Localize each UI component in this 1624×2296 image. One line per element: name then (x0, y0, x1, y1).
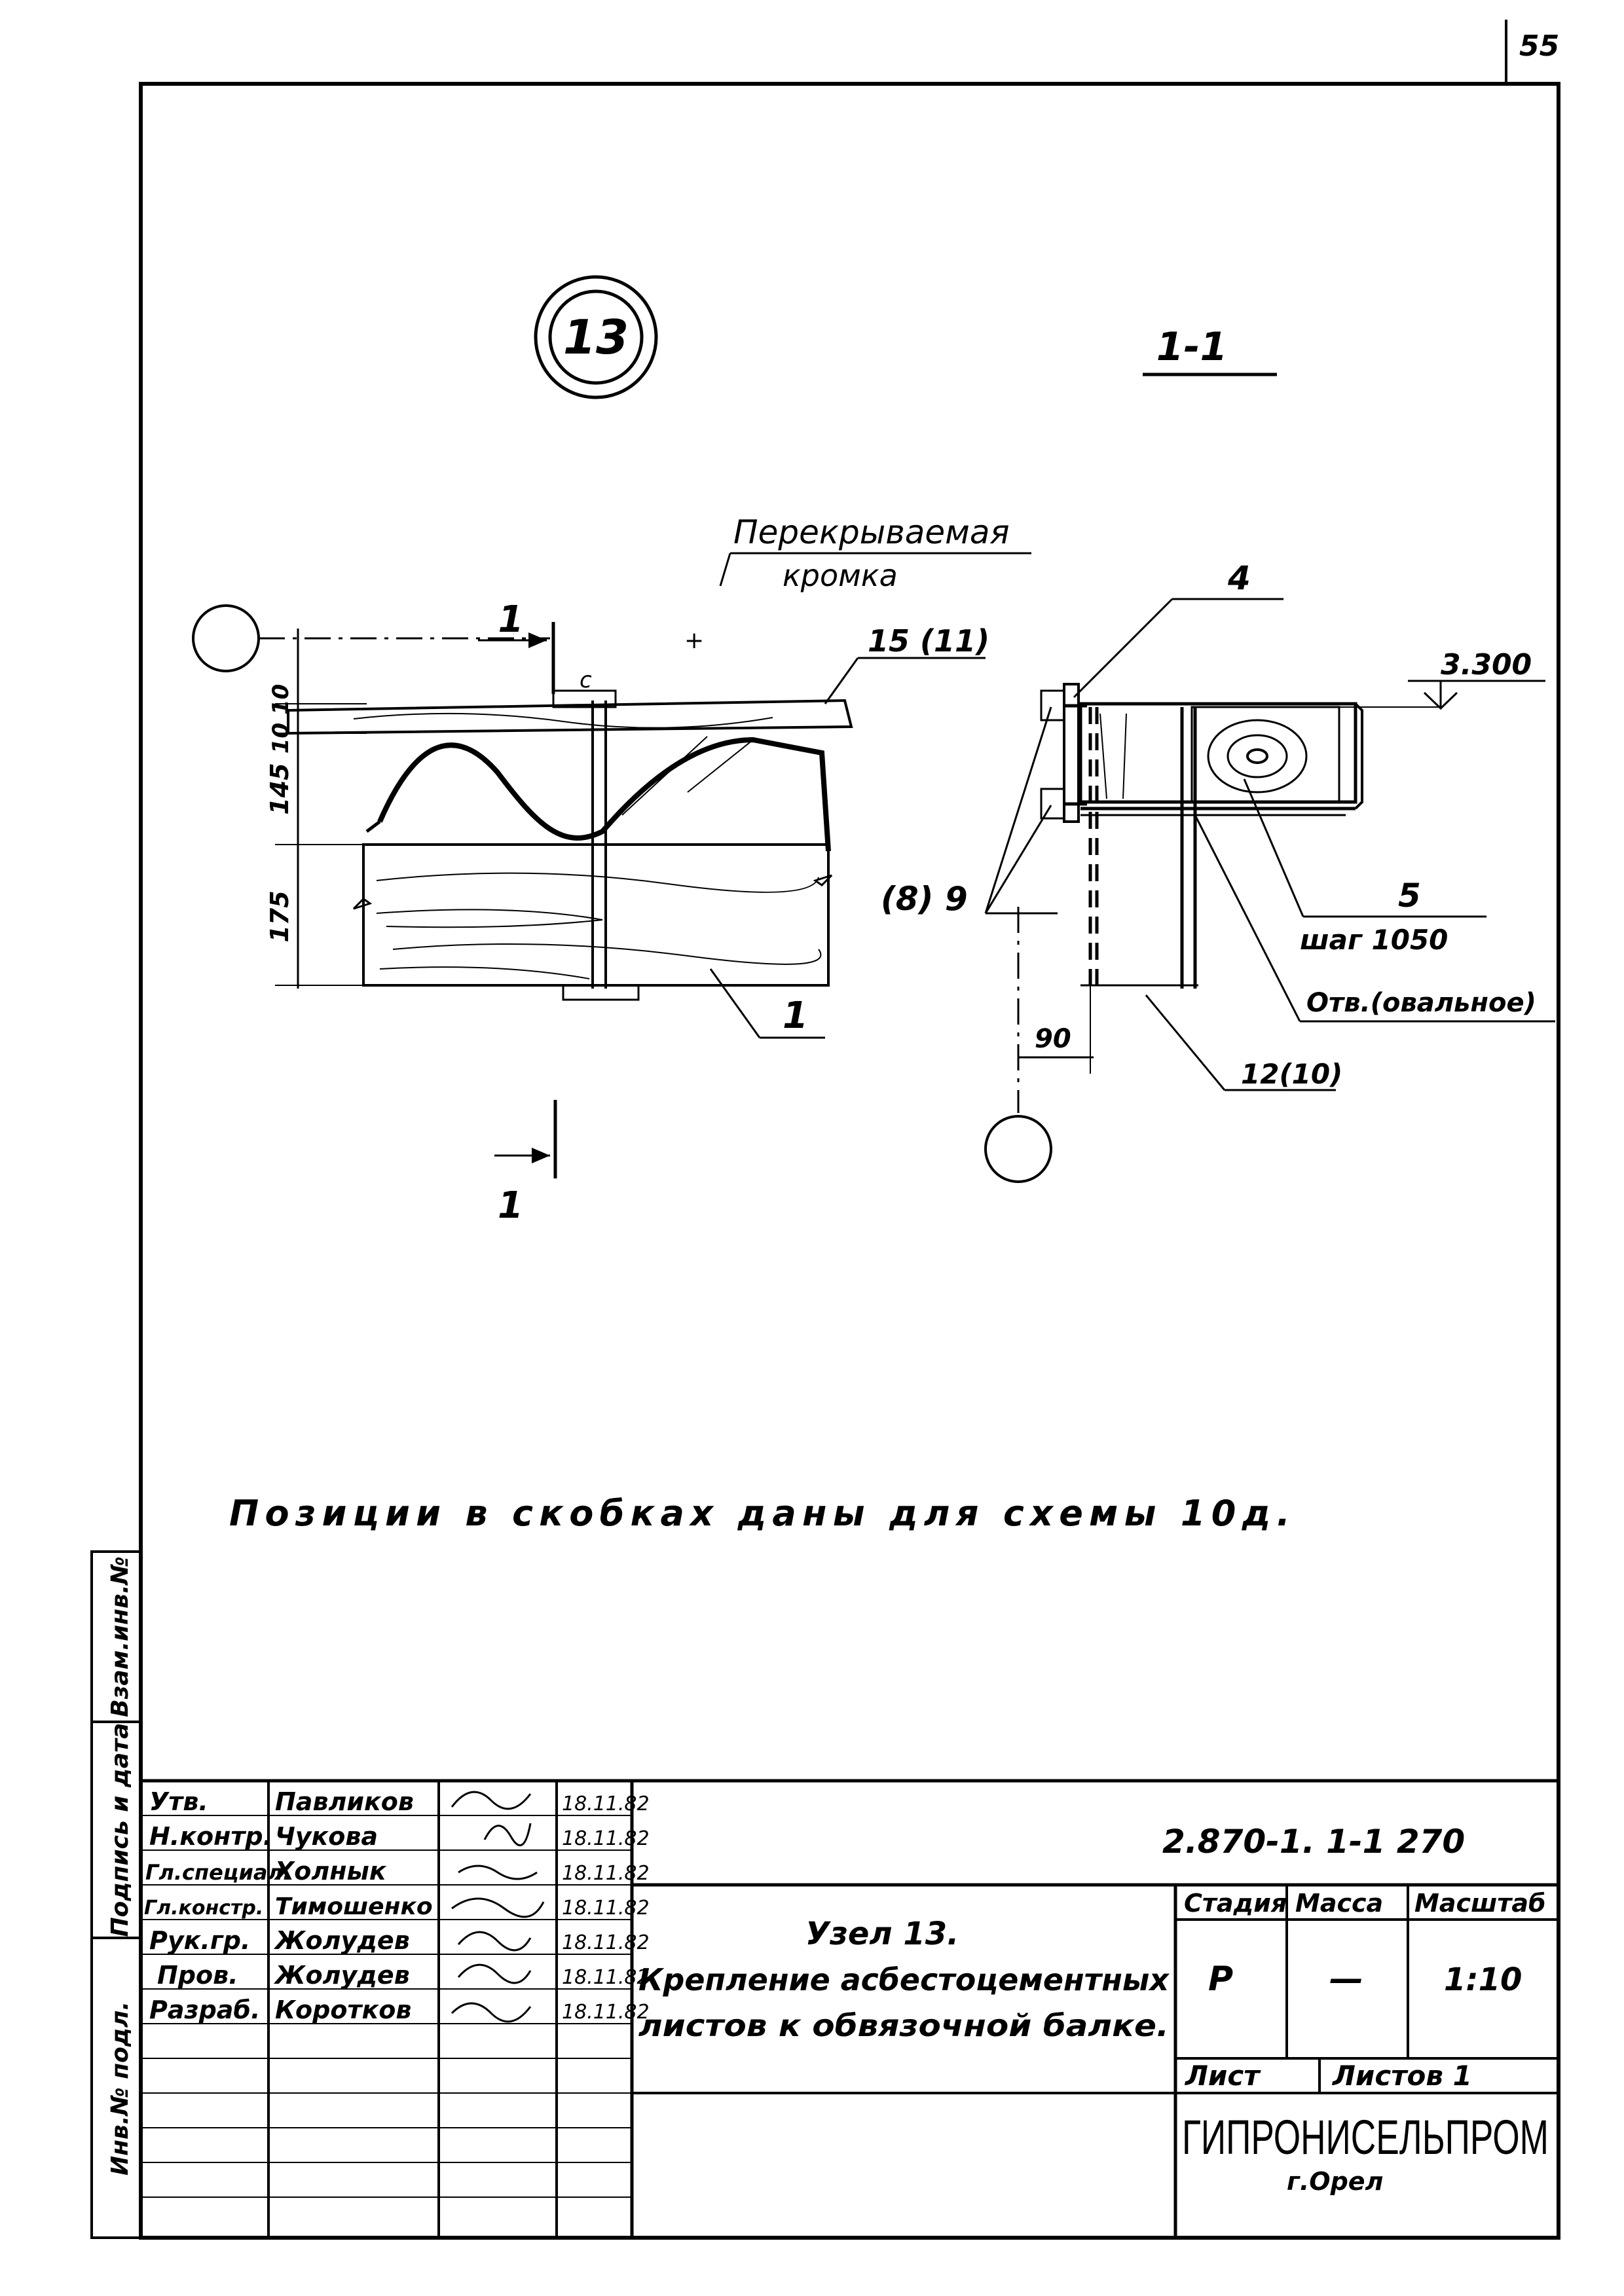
pos-4-label: 4 (1227, 559, 1251, 597)
pos-12-label: 12(10) (1241, 1058, 1342, 1090)
sheet-corner-number: 55 (1519, 29, 1559, 63)
svg-text:Рук.гр.: Рук.гр. (149, 1926, 250, 1955)
signature-row: Рук.гр. Жолудев 18.11.82 (149, 1926, 650, 1955)
svg-text:18.11.82: 18.11.82 (562, 1931, 650, 1954)
svg-text:Чукова: Чукова (275, 1822, 378, 1851)
svg-text:Жолудев: Жолудев (273, 1961, 410, 1990)
node-marker: 13 (534, 275, 658, 399)
svg-text:Пров.: Пров. (157, 1961, 238, 1990)
dim-bottom: 175 (265, 890, 294, 942)
hole-label: Отв.(овальное) (1306, 988, 1536, 1018)
drawing-frame (139, 82, 1560, 2240)
dim-90: 90 (1035, 1024, 1071, 1054)
signature-row: Гл.констр. Тимошенко 18.11.82 (144, 1893, 650, 1920)
elevation-label: 3.300 (1441, 648, 1532, 682)
side-stamp: Взам.инв.№ Подпись и дата Инв.№ подл. (90, 1550, 142, 2239)
signature-row: Разраб. Коротков 18.11.82 (149, 1995, 650, 2024)
svg-text:18.11.82: 18.11.82 (562, 1827, 650, 1850)
side-stamp-col1: Взам.инв.№ (107, 1556, 134, 1717)
pos-15-label: 15 (11) (868, 623, 989, 659)
org-city: г.Орел (1287, 2167, 1383, 2196)
title-block: Утв. Павликов 18.11.82 Н.контр. Чукова 1… (141, 1779, 1559, 2238)
signature-row: Н.контр. Чукова 18.11.82 (149, 1822, 650, 1851)
sheets-label: Листов 1 (1331, 2060, 1472, 2092)
svg-text:Разраб.: Разраб. (149, 1995, 260, 2024)
svg-text:Гл.констр.: Гл.констр. (144, 1897, 263, 1920)
svg-text:Павликов: Павликов (275, 1787, 414, 1816)
svg-text:Тимошенко: Тимошенко (275, 1893, 433, 1920)
svg-text:18.11.82: 18.11.82 (562, 1966, 650, 1989)
svg-text:18.11.82: 18.11.82 (562, 2001, 650, 2024)
org-name: ГИПРОНИСЕЛЬПРОМ (1182, 2110, 1549, 2164)
svg-text:Гл.специал.: Гл.специал. (145, 1860, 291, 1885)
mass-label: Масса (1295, 1889, 1383, 1918)
scale-label: Масштаб (1414, 1889, 1546, 1918)
overlap-edge-label-line2: кромка (783, 558, 898, 593)
svg-text:18.11.82: 18.11.82 (562, 1862, 650, 1885)
svg-text:Жолудев: Жолудев (273, 1926, 410, 1955)
stage-label: Стадия (1184, 1889, 1287, 1918)
mass-value: — (1329, 1959, 1363, 1999)
signature-row: Пров. Жолудев 18.11.82 (157, 1961, 650, 1990)
svg-text:18.11.82: 18.11.82 (562, 1793, 650, 1815)
overlap-edge-label-line1: Перекрываемая (733, 513, 1010, 551)
section-view: 4 3.300 (881, 559, 1555, 1183)
svg-text:18.11.82: 18.11.82 (562, 1897, 650, 1920)
signature-row: Гл.специал. Холнык 18.11.82 (145, 1857, 650, 1886)
axis-marker-bottom (984, 1115, 1052, 1183)
left-view: 1 с + 15 (11) 1 (192, 598, 989, 1227)
doc-code: 2.870-1. 1-1 270 (1162, 1823, 1465, 1861)
dim-sym: с (580, 667, 592, 693)
side-stamp-col3: Инв.№ подл. (107, 2001, 134, 2176)
axis-marker-left (192, 604, 260, 672)
cut-mark-top: 1 (498, 598, 524, 641)
title-line1: Узел 13. (805, 1916, 959, 1952)
svg-text:Холнык: Холнык (274, 1857, 387, 1886)
node-number: 13 (563, 310, 629, 365)
dim-top: 10 10 (268, 684, 294, 754)
signature-row: Утв. Павликов 18.11.82 (149, 1787, 650, 1816)
side-stamp-col2: Подпись и дата (107, 1723, 134, 1937)
sheet-label: Лист (1184, 2060, 1261, 2092)
scale-value: 1:10 (1444, 1961, 1522, 1998)
pos-1-label: 1 (783, 994, 808, 1037)
pos-5-label: 5 (1398, 877, 1421, 915)
svg-text:Н.контр.: Н.контр. (149, 1822, 272, 1851)
title-line3: листов к обвязочной балке. (638, 2008, 1169, 2043)
general-note: Позиции в скобках даны для схемы 10д. (229, 1493, 1290, 1534)
svg-text:Коротков: Коротков (275, 1995, 411, 2024)
section-label: 1-1 (1156, 324, 1227, 370)
stage-value: Р (1208, 1959, 1233, 1999)
pos-8-9-label: (8) 9 (881, 880, 968, 918)
dim-middle: 145 (265, 763, 294, 814)
svg-text:Утв.: Утв. (149, 1787, 208, 1816)
title-line2: Крепление асбестоцементных (638, 1962, 1170, 1997)
svg-text:+: + (684, 627, 704, 654)
step-label: шаг 1050 (1300, 924, 1448, 956)
cut-mark-bottom: 1 (498, 1184, 523, 1227)
